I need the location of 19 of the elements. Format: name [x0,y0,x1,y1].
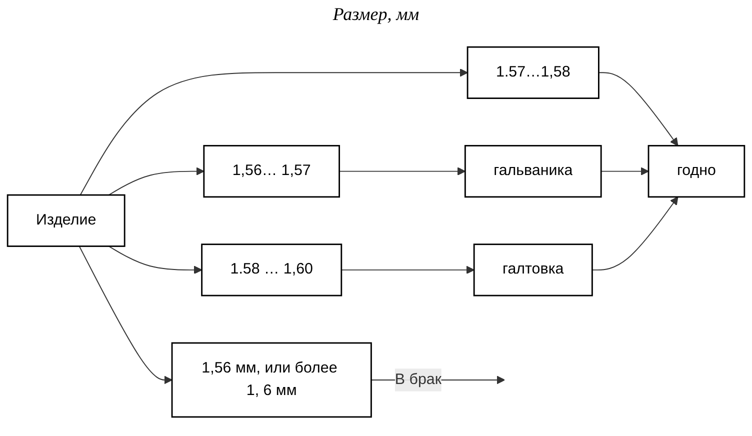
arrow [338,167,466,176]
node-box: годно [648,144,746,198]
arrow [600,167,649,176]
node-box: гальваника [464,144,602,198]
diagram-title: Размер, мм [332,4,420,25]
arrow [598,72,678,146]
node-box: галтовка [473,244,593,296]
arrow [108,167,204,196]
node-box: 1.58 … 1,60 [201,244,342,296]
arrow [80,68,468,196]
node-box: Изделие [6,194,126,247]
node-box: 1,56… 1,57 [203,144,340,198]
arrow [78,246,172,384]
arrow [108,246,202,274]
edge-label: В брак [394,371,442,388]
arrow [592,196,678,270]
node-box: 1.57…1,58 [466,46,600,99]
arrow [340,266,474,274]
node-box: 1,56 мм, или более 1, 6 мм [171,342,372,418]
